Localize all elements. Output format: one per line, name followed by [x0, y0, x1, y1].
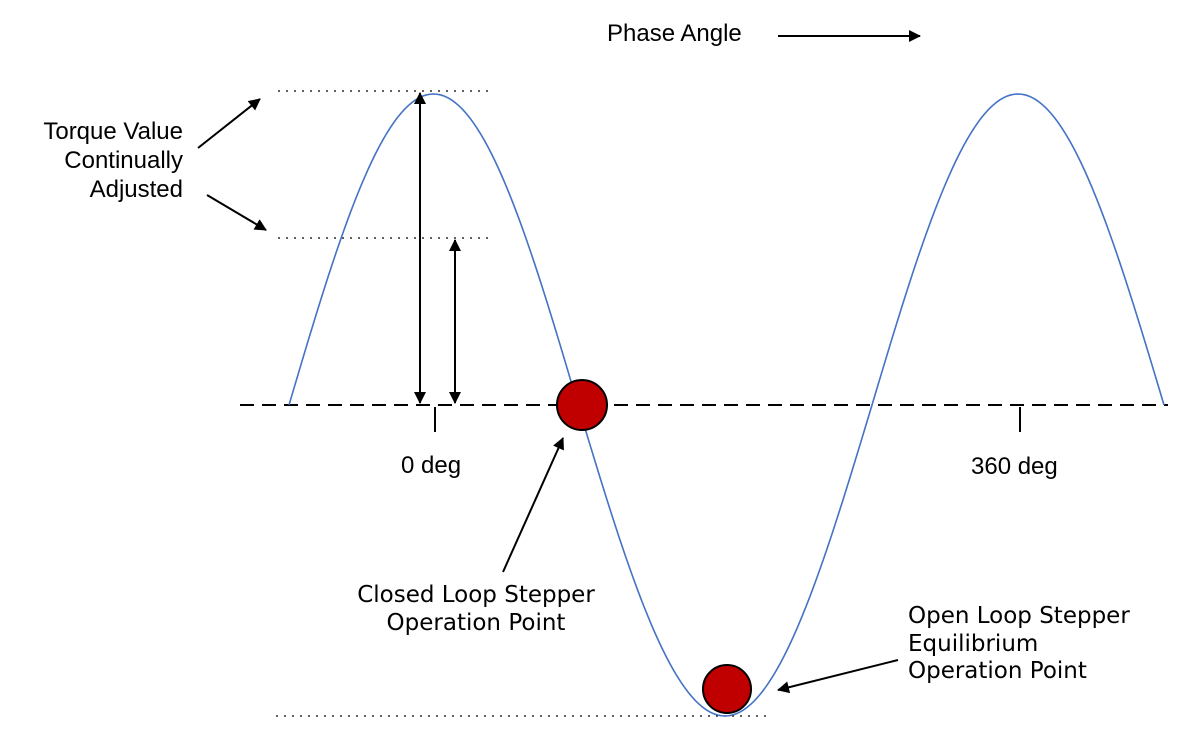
- torque-upper-arrow: [197, 98, 261, 149]
- torque-adjusted-label: Torque Value Continually Adjusted: [43, 118, 183, 204]
- closed-loop-line-2: Operation Point: [386, 609, 566, 636]
- closed-loop-label: Closed Loop Stepper Operation Point: [346, 582, 606, 637]
- torque-adjusted-line-1: Torque Value: [43, 118, 183, 145]
- open-loop-line-2: Equilibrium: [908, 630, 1039, 657]
- torque-adjusted-line-3: Adjusted: [89, 175, 183, 203]
- phase-angle-label: Phase Angle: [607, 20, 742, 47]
- closed-loop-line-1: Closed Loop Stepper: [357, 582, 595, 608]
- torque-adjusted-line-2: Continually: [64, 146, 183, 174]
- open-loop-label: Open Loop Stepper Equilibrium Operation …: [908, 603, 1130, 686]
- torque-lower-arrow: [206, 194, 267, 231]
- open-loop-line-3: Operation Point: [908, 658, 1087, 685]
- zero-deg-label: 0 deg: [401, 452, 462, 479]
- open-loop-line-1: Open Loop Stepper: [908, 603, 1130, 629]
- closed-loop-operation-point: [556, 379, 608, 431]
- open-loop-pointer-arrow: [777, 659, 899, 694]
- open-loop-operation-point: [702, 664, 752, 714]
- closed-loop-pointer-arrow: [502, 437, 564, 573]
- full-deg-label: 360 deg: [971, 453, 1058, 480]
- torque-sine-wave: [288, 93, 1165, 717]
